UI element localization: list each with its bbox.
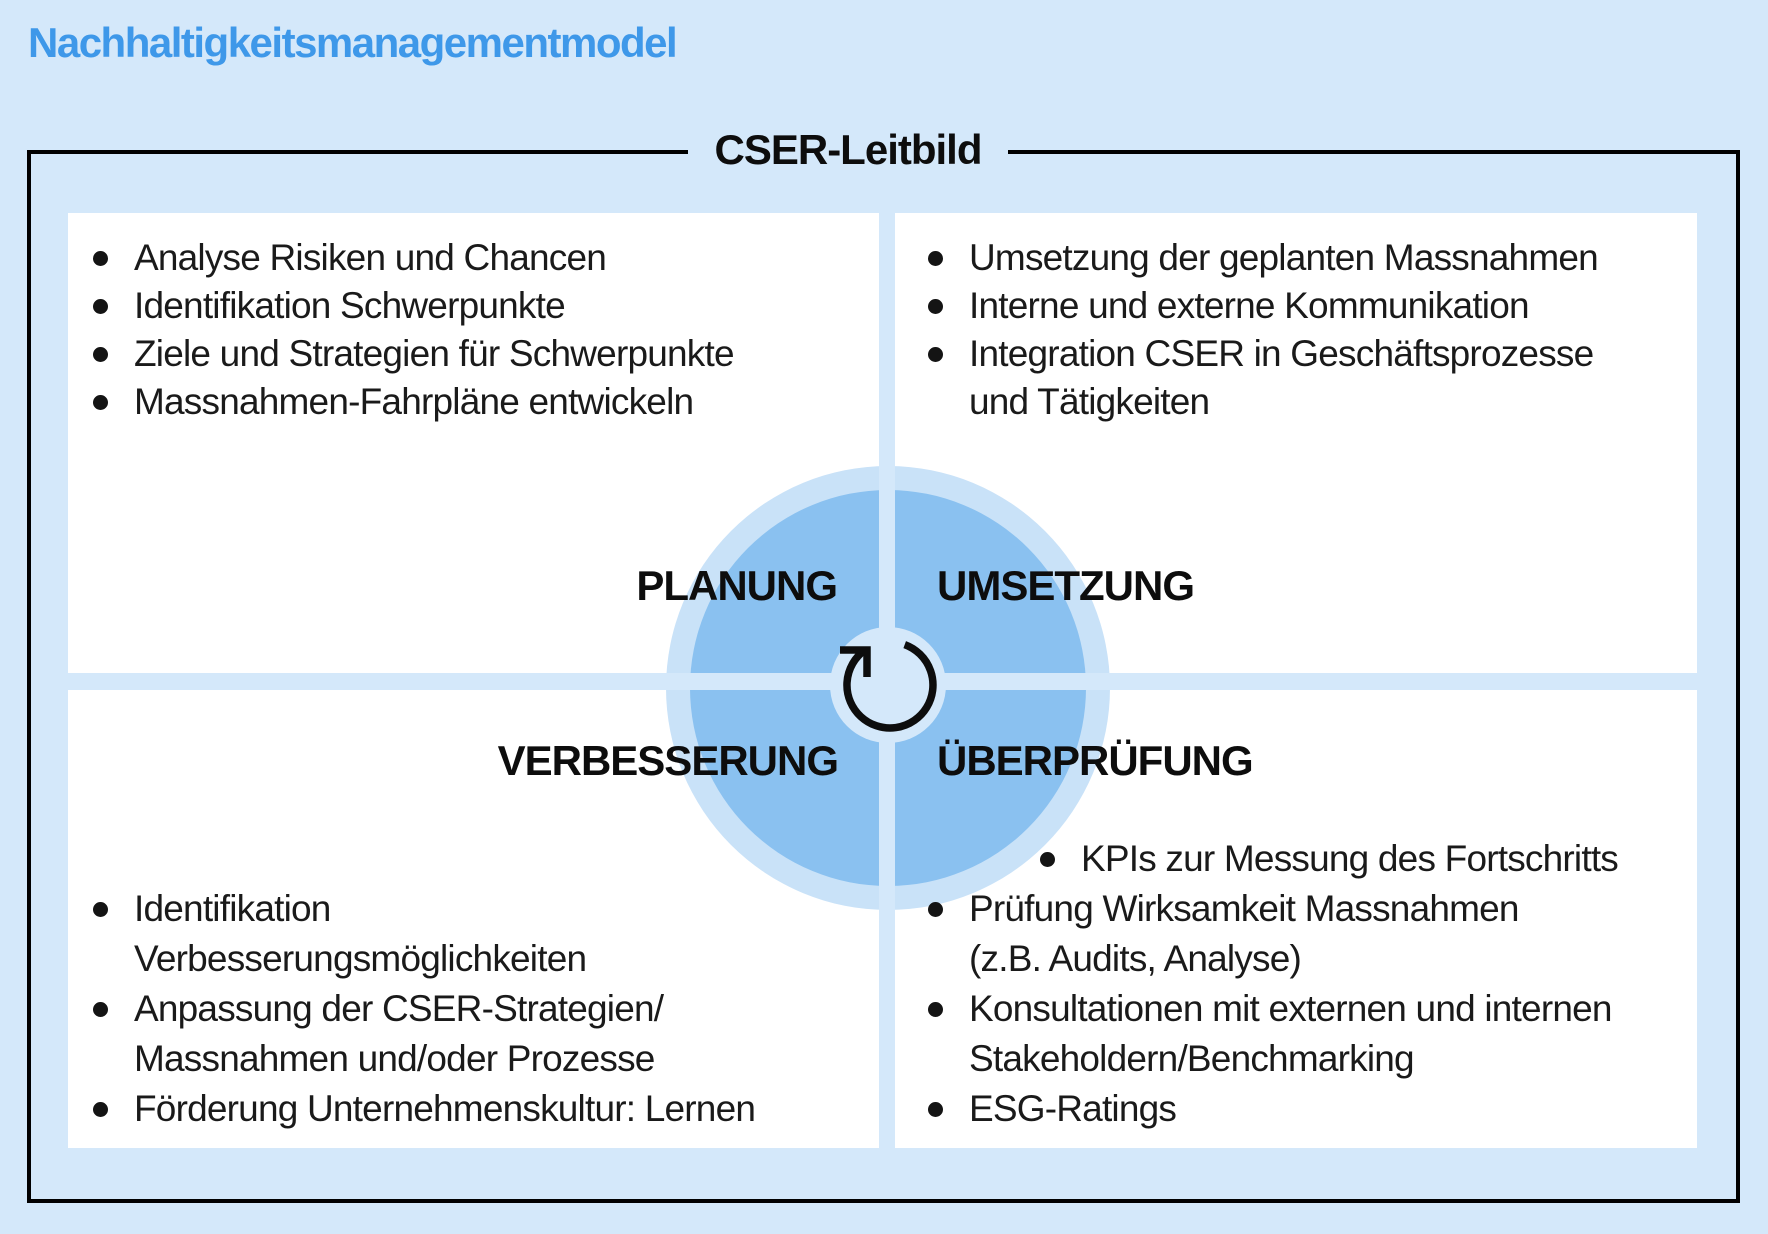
list-item: Interne und externe Kommunikation (928, 282, 1598, 330)
bullet-text: Integration CSER in Geschäftsprozesse (969, 333, 1594, 374)
frame-title: CSER-Leitbild (688, 127, 1008, 173)
list-item: Stakeholdern/Benchmarking (928, 1034, 1618, 1084)
bullet-dot (93, 346, 108, 362)
bullet-text: Identifikation (134, 888, 331, 929)
list-item: Massnahmen und/oder Prozesse (93, 1034, 755, 1084)
bullet-list-umsetzung: Umsetzung der geplanten Massnahmen Inter… (928, 234, 1599, 426)
bullet-list-ueberpruefung: KPIs zur Messung des Fortschritts Prüfun… (928, 834, 1619, 1134)
bullet-text: Ziele und Strategien für Schwerpunkte (134, 333, 735, 374)
pdca-cycle-graphic (666, 466, 1110, 910)
bullet-dot (928, 1101, 943, 1117)
cycle-arrow-icon (840, 641, 937, 732)
bullet-dot (93, 298, 108, 314)
bullet-list-planung: Analyse Risiken und Chancen Identifikati… (93, 234, 735, 426)
bullet-dot (1040, 851, 1055, 867)
bullet-text: Analyse Risiken und Chancen (134, 237, 607, 278)
bullet-list-verbesserung: Identifikation Verbesserungsmöglichkeite… (93, 884, 756, 1134)
list-item: Ziele und Strategien für Schwerpunkte (93, 330, 735, 378)
bullet-text: Stakeholdern/Benchmarking (969, 1038, 1415, 1079)
bullet-text: Massnahmen und/oder Prozesse (134, 1038, 655, 1079)
bullet-text: und Tätigkeiten (969, 381, 1210, 422)
bullet-text: Prüfung Wirksamkeit Massnahmen (969, 888, 1520, 929)
bullet-text: KPIs zur Messung des Fortschritts (1081, 838, 1619, 879)
bullet-text: Anpassung der CSER-Strategien/ (134, 988, 664, 1029)
quadrant-label-planung: PLANUNG (636, 562, 838, 609)
list-item: Identifikation (93, 884, 755, 934)
bullet-text: (z.B. Audits, Analyse) (969, 938, 1302, 979)
list-item: Umsetzung der geplanten Massnahmen (928, 234, 1599, 282)
bullet-dot (93, 1101, 108, 1117)
bullet-dot (93, 1001, 108, 1017)
bullet-dot (93, 250, 108, 266)
list-item: Förderung Unternehmenskultur: Lernen (93, 1084, 756, 1134)
list-item: (z.B. Audits, Analyse) (928, 934, 1618, 984)
bullet-dot (93, 901, 108, 917)
bullet-text: ESG-Ratings (969, 1088, 1177, 1129)
list-item: KPIs zur Messung des Fortschritts (1040, 834, 1619, 884)
bullet-dot (928, 298, 943, 314)
list-item: Verbesserungsmöglichkeiten (93, 934, 755, 984)
bullet-text: Interne und externe Kommunikation (969, 285, 1530, 326)
bullet-text: Massnahmen-Fahrpläne entwickeln (134, 381, 694, 422)
bullet-dot (928, 346, 943, 362)
list-item: Identifikation Schwerpunkte (93, 282, 734, 330)
quadrant-label-umsetzung: UMSETZUNG (937, 562, 1195, 609)
list-item: ESG-Ratings (928, 1084, 1618, 1134)
list-item: Anpassung der CSER-Strategien/ (93, 984, 755, 1034)
bullet-dot (928, 250, 943, 266)
bullet-dot (928, 901, 943, 917)
bullet-text: Umsetzung der geplanten Massnahmen (969, 237, 1599, 278)
quadrant-label-ueberpruefung: ÜBERPRÜFUNG (937, 737, 1254, 784)
quadrant-label-verbesserung: VERBESSERUNG (497, 737, 839, 784)
page-title: Nachhaltigkeitsmanagementmodel (28, 19, 678, 66)
list-item: Analyse Risiken und Chancen (93, 234, 734, 282)
list-item: Prüfung Wirksamkeit Massnahmen (928, 884, 1618, 934)
list-item: Konsultationen mit externen und internen (928, 984, 1618, 1034)
list-item: Integration CSER in Geschäftsprozesse (928, 330, 1598, 378)
bullet-text: Identifikation Schwerpunkte (134, 285, 566, 326)
list-item: und Tätigkeiten (928, 378, 1598, 426)
bullet-text: Förderung Unternehmenskultur: Lernen (134, 1088, 756, 1129)
bullet-dot (93, 394, 108, 410)
list-item: Massnahmen-Fahrpläne entwickeln (93, 378, 734, 426)
bullet-text: Konsultationen mit externen und internen (969, 988, 1612, 1029)
bullet-dot (928, 1001, 943, 1017)
bullet-text: Verbesserungsmöglichkeiten (134, 938, 587, 979)
